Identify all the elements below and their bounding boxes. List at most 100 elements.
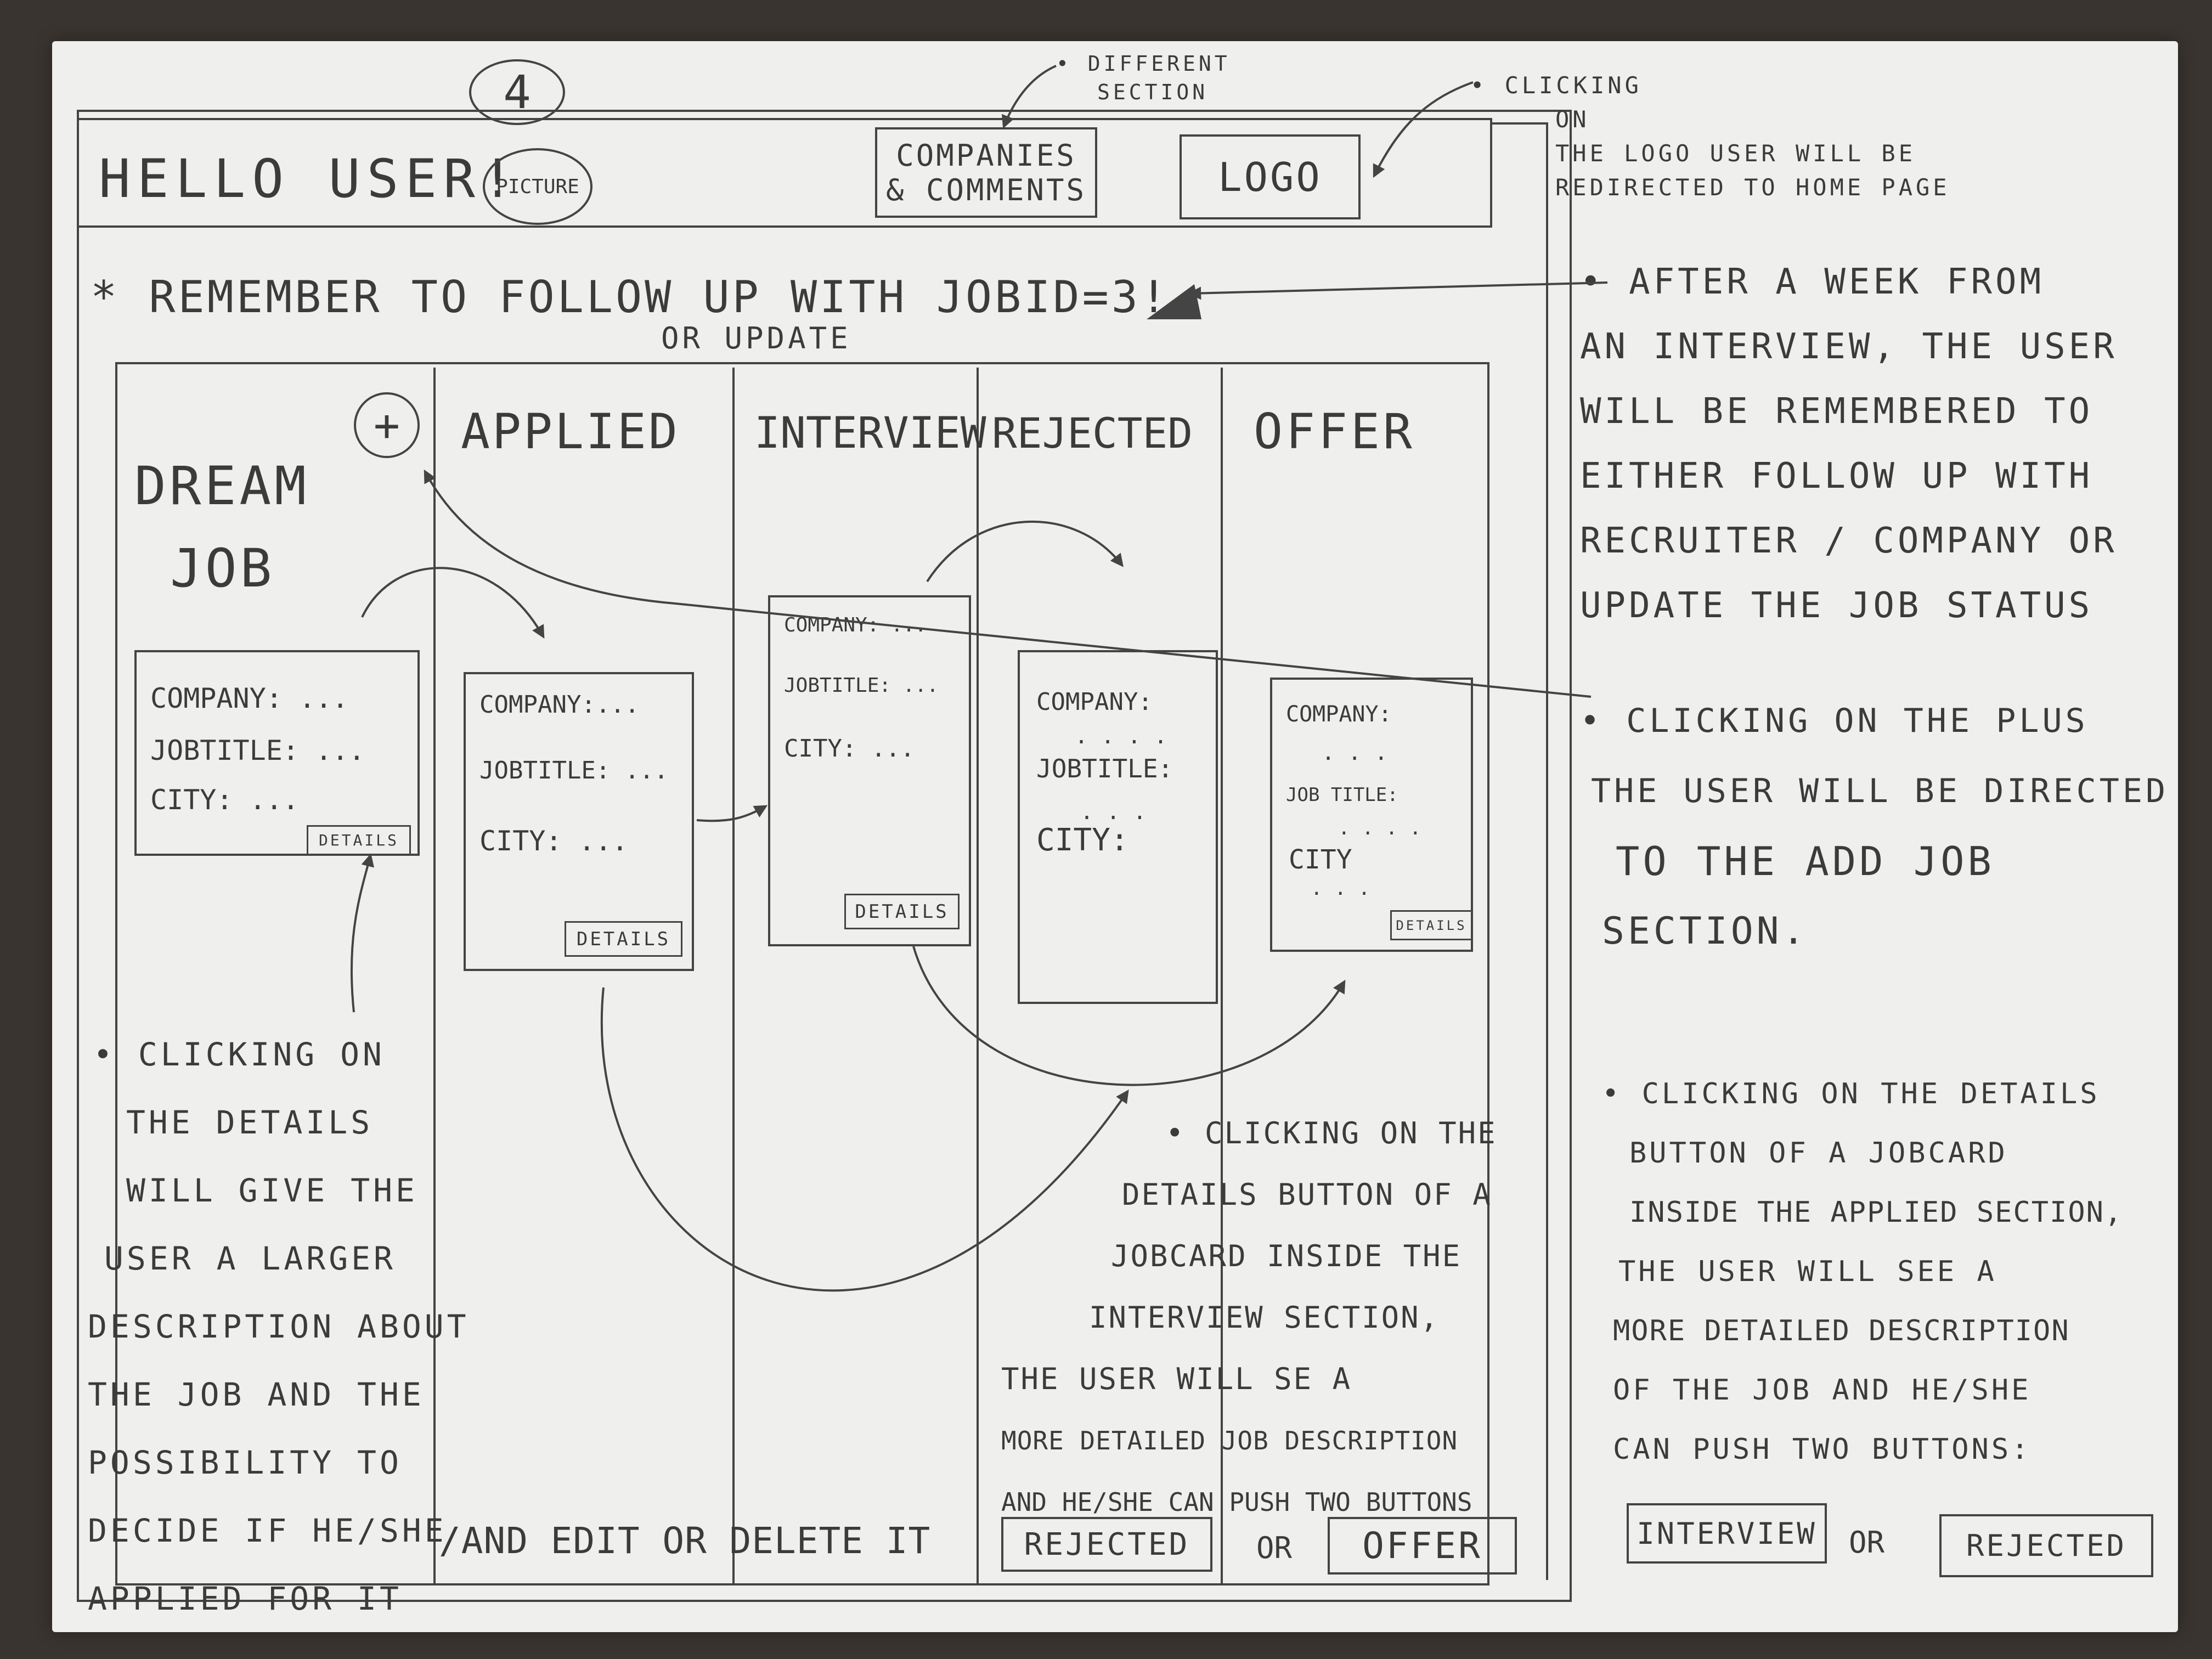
note-line: UPDATE THE JOB STATUS (1580, 585, 2094, 626)
card-company: COMPANY: ... (150, 682, 349, 714)
note-line: THE USER WILL SEE A (1618, 1255, 1997, 1288)
note-line: INTERVIEW SECTION, (1089, 1300, 1440, 1335)
note-line: THE LOGO USER WILL BE (1555, 140, 1916, 167)
note-logo-click: • CLICKING ON THE LOGO USER WILL BE REDI… (1470, 69, 1950, 205)
offer-button[interactable]: OFFER (1328, 1517, 1517, 1575)
rejected-button[interactable]: REJECTED (1939, 1514, 2153, 1577)
add-job-button[interactable]: + (354, 392, 420, 458)
or-text: OR (1256, 1531, 1293, 1565)
note-line: ON (1555, 106, 1590, 133)
edit-delete-note: /AND EDIT OR DELETE IT (439, 1520, 931, 1562)
note-details-dream: • CLICKING ON THE DETAILS WILL GIVE THE … (88, 1020, 470, 1633)
note-line: THE JOB AND THE (88, 1376, 425, 1413)
note-line: SECTION. (1602, 910, 1808, 953)
column-title-interview: INTERVIEW (754, 409, 986, 458)
column-title-applied: APPLIED (461, 403, 680, 460)
column-title-offer: OFFER (1254, 403, 1415, 460)
column-title-dream-job: DREAM (134, 455, 309, 517)
note-line: • CLICKING (1470, 72, 1642, 99)
details-button[interactable]: DETAILS (844, 894, 960, 929)
job-card-offer[interactable]: COMPANY: . . . JOB TITLE: . . . . CITY .… (1270, 678, 1473, 952)
column-title-dream-job-line2: JOB (170, 538, 275, 599)
card-jobtitle: JOB TITLE: (1286, 784, 1398, 806)
card-city-value: . . . (1311, 877, 1370, 900)
note-line: POSSIBILITY TO (88, 1444, 402, 1481)
job-card-applied[interactable]: COMPANY:... JOBTITLE: ... CITY: ... DETA… (464, 672, 694, 971)
note-plus-click: • CLICKING ON THE PLUS THE USER WILL BE … (1580, 686, 2169, 967)
profile-picture[interactable]: PICTURE (483, 148, 592, 225)
note-line: DETAILS BUTTON OF A (1122, 1177, 1492, 1212)
column-divider (732, 368, 735, 1585)
card-company-value: . . . . (1075, 724, 1167, 749)
note-line: THE USER WILL SE A (1001, 1362, 1352, 1396)
card-company: COMPANY:... (479, 691, 640, 719)
card-city: CITY: ... (479, 825, 628, 857)
header-bar (77, 118, 1492, 228)
note-line: CAN PUSH TWO BUTTONS: (1613, 1433, 2032, 1466)
card-jobtitle: JOBTITLE: ... (784, 674, 939, 697)
note-line: MORE DETAILED JOB DESCRIPTION (1001, 1426, 1458, 1455)
note-line: RECRUITER / COMPANY OR (1580, 521, 2118, 561)
rejected-button[interactable]: REJECTED (1001, 1517, 1212, 1572)
note-line: MORE DETAILED DESCRIPTION (1613, 1314, 2070, 1347)
note-line: USER A LARGER (104, 1240, 396, 1277)
card-city-value: . . . (1080, 799, 1147, 825)
interview-button[interactable]: INTERVIEW (1627, 1503, 1827, 1564)
card-city: CITY: ... (150, 784, 299, 816)
note-line: • CLICKING ON THE (1166, 1116, 1497, 1150)
card-city: CITY: ... (784, 735, 915, 763)
card-jobtitle: JOBTITLE: ... (479, 757, 669, 785)
wireframe-border (77, 110, 1572, 1602)
note-line: THE USER WILL BE DIRECTED (1591, 772, 2169, 810)
note-line: • CLICKING ON (93, 1036, 385, 1073)
note-line: AND HE/SHE CAN PUSH TWO BUTTONS (1001, 1487, 1472, 1517)
job-card-dream[interactable]: COMPANY: ... JOBTITLE: ... CITY: ... DET… (134, 650, 420, 856)
card-city: CITY (1289, 844, 1352, 875)
note-after-week: • AFTER A WEEK FROM AN INTERVIEW, THE US… (1580, 250, 2118, 638)
card-company: COMPANY: ... (784, 614, 927, 636)
note-line: JOBCARD INSIDE THE (1111, 1239, 1462, 1273)
note-line: • DIFFERENT (1056, 52, 1231, 76)
note-line: REDIRECTED TO HOME PAGE (1555, 174, 1950, 201)
reminder-subtext: OR UPDATE (661, 321, 851, 356)
note-line: • CLICKING ON THE DETAILS (1602, 1077, 2100, 1110)
note-line: THE DETAILS (126, 1104, 374, 1141)
note-details-interview: • CLICKING ON THE DETAILS BUTTON OF A JO… (1001, 1103, 1497, 1533)
note-line: AN INTERVIEW, THE USER (1580, 326, 2118, 367)
note-line: WILL GIVE THE (126, 1172, 418, 1209)
warning-icon (1147, 284, 1201, 319)
note-line: DECIDE IF HE/SHE (88, 1512, 447, 1549)
column-divider (977, 368, 979, 1585)
kanban-board (115, 362, 1489, 1585)
job-card-interview[interactable]: COMPANY: ... JOBTITLE: ... CITY: ... DET… (768, 595, 971, 946)
comments-label: & COMMENTS (885, 172, 1087, 207)
card-company: COMPANY: (1286, 702, 1392, 727)
logo-button[interactable]: LOGO (1180, 134, 1361, 219)
details-button[interactable]: DETAILS (565, 921, 682, 957)
details-button[interactable]: DETAILS (1390, 910, 1472, 940)
or-text: OR (1849, 1525, 1885, 1560)
companies-label: COMPANIES (896, 138, 1076, 173)
note-line: OF THE JOB AND HE/SHE (1613, 1374, 2032, 1407)
note-line: • CLICKING ON THE PLUS (1580, 702, 2089, 740)
card-jobtitle: JOBTITLE: (1036, 754, 1173, 783)
greeting-text: HELLO USER! (99, 148, 520, 210)
details-button[interactable]: DETAILS (307, 825, 411, 855)
card-jobtitle: JOBTITLE: ... (150, 735, 365, 766)
column-divider (433, 368, 436, 1585)
note-line: EITHER FOLLOW UP WITH (1580, 456, 2094, 496)
note-line: WILL BE REMEMBERED TO (1580, 391, 2094, 432)
card-company-value: . . . (1322, 740, 1388, 765)
column-title-rejected: REJECTED (992, 409, 1193, 458)
card-city: CITY: (1036, 822, 1129, 858)
card-jobtitle-value: . . . . (1338, 817, 1421, 839)
note-line: INSIDE THE APPLIED SECTION, (1629, 1196, 2123, 1229)
note-line: SECTION (1097, 80, 1209, 104)
card-company: COMPANY: (1036, 688, 1153, 716)
note-line: DESCRIPTION ABOUT (88, 1308, 470, 1345)
job-card-rejected[interactable]: COMPANY: . . . . JOBTITLE: . . . CITY: (1018, 650, 1218, 1004)
note-line: BUTTON OF A JOBCARD (1629, 1137, 2008, 1170)
picture-label: PICTURE (496, 175, 579, 198)
plus-icon: + (373, 399, 400, 451)
companies-comments-button[interactable]: COMPANIES & COMMENTS (875, 127, 1097, 218)
